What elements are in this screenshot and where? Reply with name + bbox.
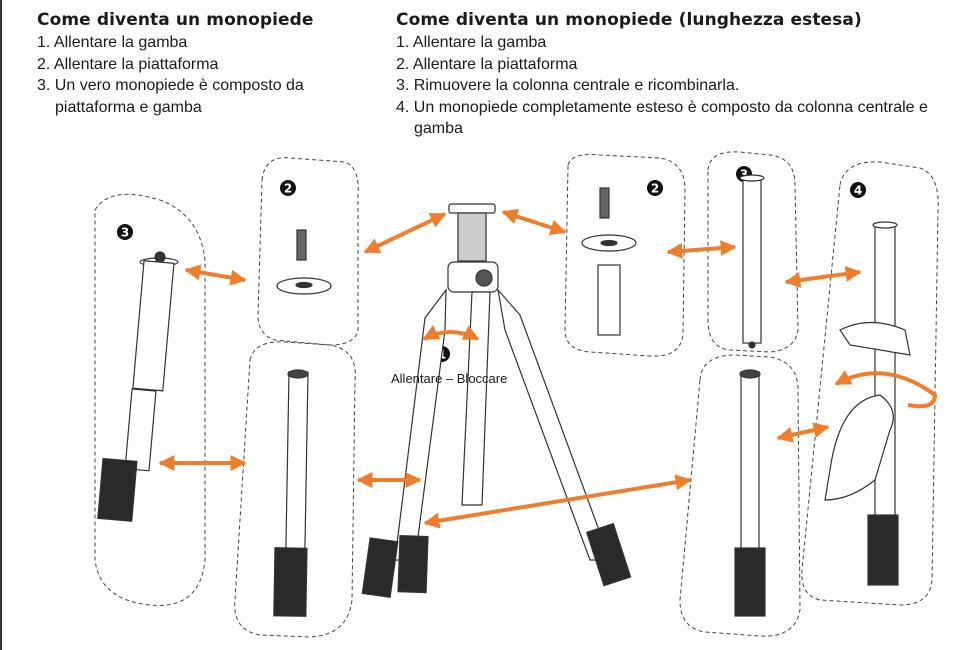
marker-right-4: 4 [850, 182, 866, 198]
right-step-3: 3. Rimuovere la colonna centrale e ricom… [396, 77, 740, 94]
group-left-monopod [94, 193, 206, 606]
loosen-lock-caption: Allentare – Bloccare [391, 371, 508, 386]
left-instructions: Come diventa un monopiede 1. Allentare l… [37, 10, 355, 118]
marker-left-2: 2 [280, 180, 296, 196]
left-title: Come diventa un monopiede [37, 10, 314, 30]
left-step-1: 1. Allentare la gamba [37, 34, 188, 51]
left-monopod-icon [97, 251, 179, 522]
left-steps: 1. Allentare la gamba 2. Allentare la pi… [37, 32, 355, 118]
double-arrow-icon [158, 208, 862, 529]
marker-right-2: 2 [647, 180, 663, 196]
marker-left-3: 3 [117, 224, 133, 240]
group-right-monopod [801, 161, 939, 606]
svg-text:4: 4 [854, 184, 862, 198]
right-step-1: 1. Allentare la gamba [396, 34, 547, 51]
left-rule [0, 0, 2, 650]
left-step-3: 3. Un vero monopiede è composto da piatt… [37, 77, 304, 116]
svg-text:2: 2 [284, 182, 292, 196]
leg-icon [273, 369, 309, 617]
right-platform-icon [581, 187, 637, 336]
right-step-2: 2. Allentare la piattaforma [396, 55, 578, 73]
svg-text:3: 3 [121, 226, 129, 240]
hand-icon [824, 394, 894, 501]
group-left-platform [257, 157, 359, 346]
group-right-column [707, 151, 799, 353]
left-step-2: 2. Allentare la piattaforma [37, 55, 219, 73]
group-right-platform [564, 154, 686, 357]
right-leg-icon [734, 369, 766, 617]
group-left-leg [234, 341, 356, 638]
right-step-4: 4. Un monopiede completamente esteso è c… [396, 98, 928, 138]
tripod-icon [361, 203, 632, 598]
right-steps: 1. Allentare la gamba 2. Allentare la pi… [396, 32, 954, 140]
hand-icon [839, 321, 911, 356]
group-right-leg [679, 354, 801, 637]
rotation-arrow-icon [422, 325, 938, 409]
platform-icon [276, 229, 332, 295]
dashed-groups [94, 151, 939, 638]
right-instructions: Come diventa un monopiede (lunghezza est… [396, 10, 954, 140]
center-column-icon [739, 174, 765, 349]
svg-text:2: 2 [651, 182, 659, 196]
svg-text:3: 3 [740, 168, 748, 182]
right-title: Come diventa un monopiede (lunghezza est… [396, 10, 862, 30]
right-monopod-icon [824, 221, 911, 586]
